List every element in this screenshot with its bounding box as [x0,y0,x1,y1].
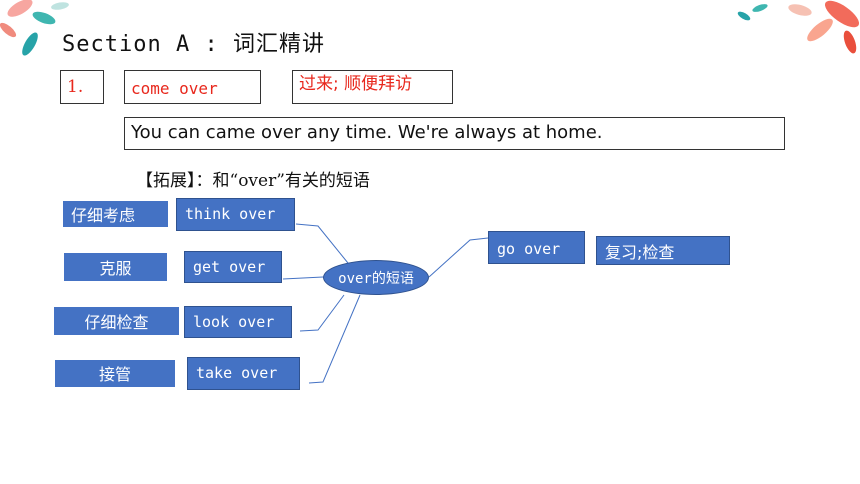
vocab-word: come over [124,70,261,104]
leaf-icon [737,0,860,54]
phrase-meaning-box: 接管 [55,360,175,387]
entry-number: 1. [60,70,104,104]
extension-label: 【拓展】：和“over”有关的短语 [136,171,370,191]
page-title: Section A : 词汇精讲 [62,32,325,57]
phrase-box: think over [176,198,295,231]
connector-line [308,294,361,384]
phrase-box: get over [184,251,282,283]
connector-line [299,294,345,332]
leaf-icon [0,0,69,56]
example-sentence: You can came over any time. We're always… [124,117,785,150]
connector-line [282,276,324,280]
phrase-meaning-box: 克服 [64,253,167,281]
phrase-meaning-box: 仔细检查 [54,307,179,335]
phrase-meaning-box: 仔细考虑 [63,201,168,227]
vocab-meaning: 过来; 顺便拜访 [292,70,453,104]
connector-line [295,223,353,269]
phrase-box: take over [187,357,300,390]
connector-line [428,237,489,278]
phrase-meaning-box: 复习;检查 [596,236,730,265]
phrase-box: look over [184,306,292,338]
mindmap-center-node: over的短语 [323,260,429,295]
phrase-box: go over [488,231,585,264]
